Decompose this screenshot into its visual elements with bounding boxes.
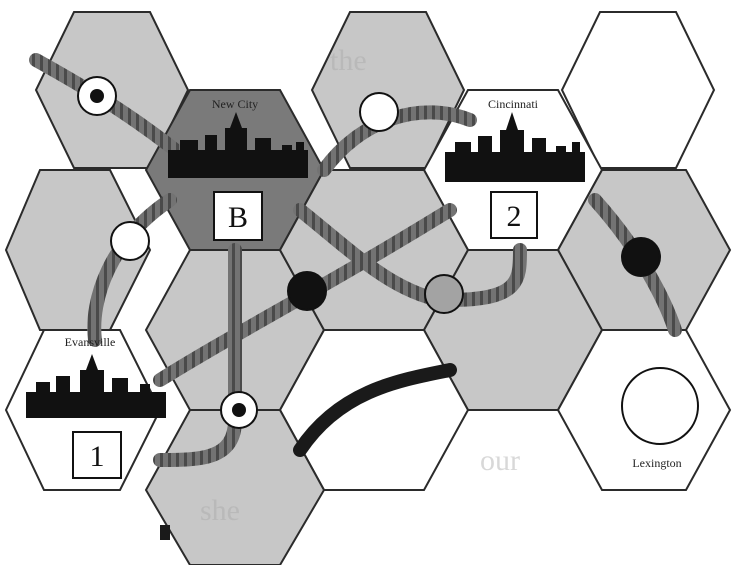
svg-text:the: the <box>330 44 367 77</box>
token-gray[interactable] <box>425 275 463 313</box>
svg-text:she: she <box>200 494 240 527</box>
city-value-label: 2 <box>507 200 522 233</box>
svg-text:our: our <box>480 444 520 477</box>
token-white-with-dot[interactable] <box>221 392 257 428</box>
city-value-label: 1 <box>90 440 105 473</box>
token-black[interactable] <box>288 272 326 310</box>
token-black[interactable] <box>622 238 660 276</box>
city-slot <box>622 368 698 444</box>
city-name-label: Evansville <box>65 335 116 349</box>
token-white[interactable] <box>111 222 149 260</box>
city-value-label: B <box>228 201 248 234</box>
token-white-with-dot[interactable] <box>78 77 116 115</box>
city-name-label: Cincinnati <box>488 97 539 111</box>
token-white[interactable] <box>360 93 398 131</box>
city-name-label: Lexington <box>632 456 681 470</box>
city-name-label: New City <box>212 97 258 111</box>
